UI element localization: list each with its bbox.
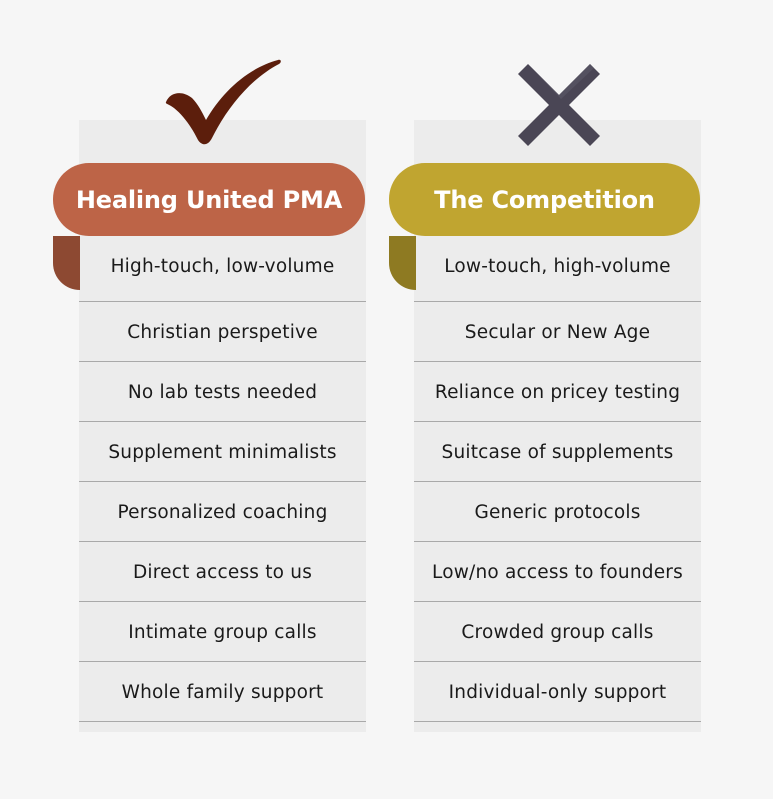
ribbon-fold: [53, 236, 80, 290]
list-item: No lab tests needed: [79, 362, 366, 422]
list-item: Crowded group calls: [414, 602, 701, 662]
ribbon-fold: [389, 236, 416, 290]
list-item: Suitcase of supplements: [414, 422, 701, 482]
checkmark-icon: [165, 59, 281, 145]
list-item: Christian perspetive: [79, 302, 366, 362]
healing-united-title: Healing United PMA: [75, 185, 343, 214]
list-item: Secular or New Age: [414, 302, 701, 362]
list-item: Personalized coaching: [79, 482, 366, 542]
list-item: High-touch, low-volume: [79, 238, 366, 302]
list-item: Low/no access to founders: [414, 542, 701, 602]
competition-title: The Competition: [434, 185, 655, 214]
list-item: Low-touch, high-volume: [414, 238, 701, 302]
list-item: Supplement minimalists: [79, 422, 366, 482]
list-item: Direct access to us: [79, 542, 366, 602]
list-item: Intimate group calls: [79, 602, 366, 662]
healing-united-header: Healing United PMA: [53, 163, 365, 236]
list-item: Whole family support: [79, 662, 366, 722]
x-mark-icon: [518, 64, 600, 146]
competition-list: Low-touch, high-volume Secular or New Ag…: [414, 238, 701, 722]
list-item: Individual-only support: [414, 662, 701, 722]
list-item: Reliance on pricey testing: [414, 362, 701, 422]
healing-united-list: High-touch, low-volume Christian perspet…: [79, 238, 366, 722]
list-item: Generic protocols: [414, 482, 701, 542]
competition-header: The Competition: [389, 163, 700, 236]
